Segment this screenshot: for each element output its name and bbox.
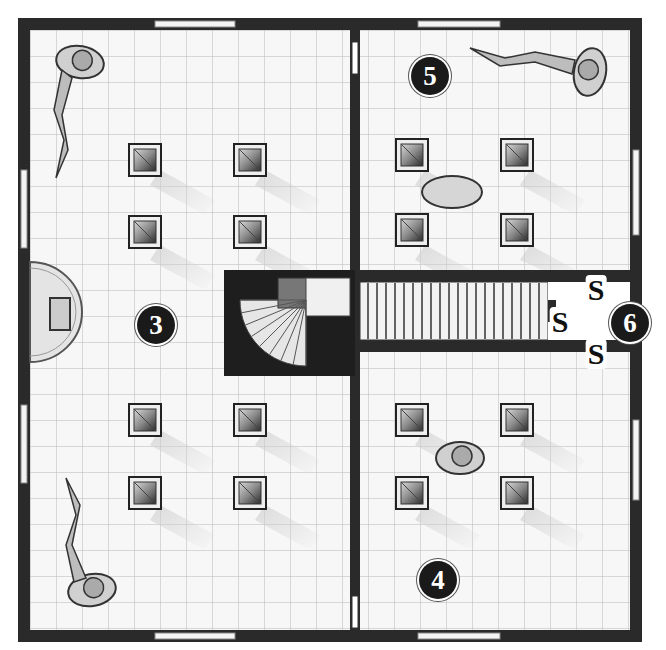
secret-door-mark: S [586, 339, 607, 369]
secret-door-mark: S [586, 275, 607, 305]
pillars [129, 139, 533, 509]
spiral-stair [224, 270, 355, 376]
windows [21, 21, 639, 639]
interior-walls [350, 30, 630, 630]
table [422, 176, 482, 208]
outer-wall [24, 24, 636, 636]
fallen-statues [54, 42, 610, 610]
callout-number: 4 [419, 561, 457, 599]
callout-number: 6 [611, 304, 649, 342]
callout-number: 5 [411, 57, 449, 95]
secret-door-mark: S [550, 307, 571, 337]
altar [30, 262, 82, 362]
callout-number: 3 [137, 306, 175, 344]
shadow-streaks [150, 170, 585, 550]
